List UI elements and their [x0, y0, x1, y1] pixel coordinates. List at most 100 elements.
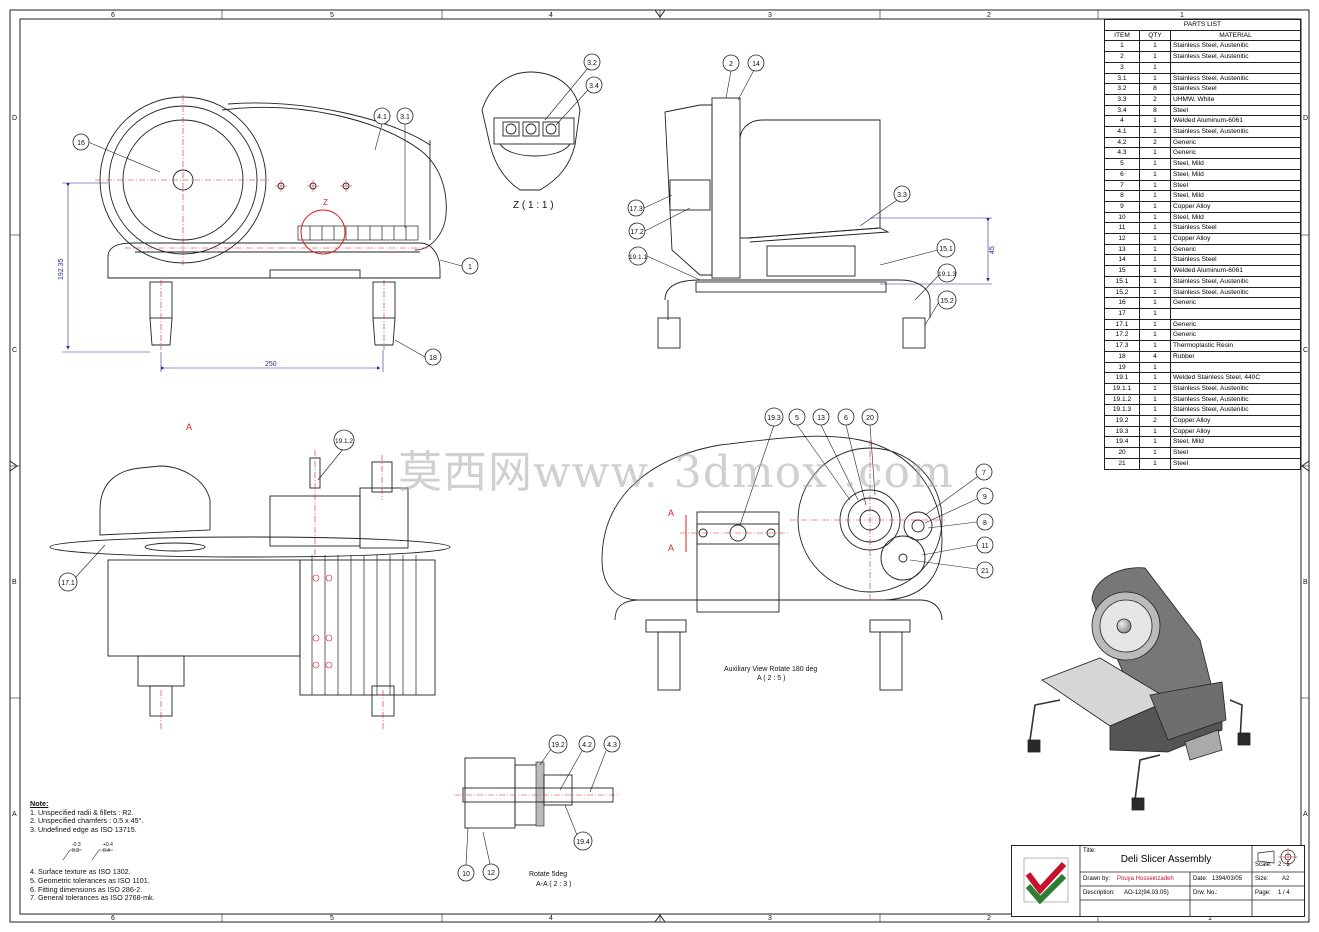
page-value: 1 / 4	[1278, 890, 1290, 896]
parts-list-cell-qty: 1	[1139, 436, 1171, 449]
parts-list-cell-qty: 1	[1139, 254, 1171, 267]
balloon-19-4-label: 19.4	[576, 839, 590, 846]
parts-list-cell-item: 12	[1104, 233, 1140, 245]
parts-list-cell-material: Stainless Steel, Austenitic	[1170, 382, 1301, 395]
parts-list-cell-material: Stainless Steel, Austenitic	[1170, 126, 1301, 138]
zone-row-b-right: B	[1303, 579, 1308, 586]
parts-list-cell-material: Steel, Mild	[1170, 436, 1301, 449]
zone-col-6: 6	[111, 12, 115, 19]
parts-list-cell-qty: 1	[1139, 147, 1171, 160]
balloon-21-label: 21	[981, 568, 989, 575]
edge-symbol-2-bottom: 0.4	[103, 848, 110, 854]
parts-list-cell-qty: 1	[1139, 72, 1171, 85]
section-view-label: Rotate 5deg	[529, 871, 567, 878]
parts-list-cell-material: Steel	[1170, 179, 1301, 192]
parts-list-cell-qty: 2	[1139, 93, 1171, 106]
front-view	[62, 95, 447, 372]
zone-col-1: 1	[1180, 12, 1184, 19]
drawn-by-label: Drawn by:	[1083, 876, 1111, 882]
parts-list-cell-material: Copper Alloy	[1170, 200, 1301, 213]
parts-list-cell-qty: 1	[1139, 200, 1171, 213]
parts-list-header-qty: QTY	[1139, 29, 1171, 42]
section-marker-a-upper: A	[668, 508, 674, 518]
balloon-3-1: 3.1	[396, 107, 414, 228]
parts-list-cell-material: Steel, Mild	[1170, 168, 1301, 181]
parts-list-cell-item: 3.3	[1104, 93, 1140, 106]
parts-list-cell-item: 20	[1104, 447, 1140, 459]
balloon-3-4: 3.4	[555, 76, 603, 126]
note-7: 7. General tolerances as ISO 2768-mk.	[30, 893, 155, 903]
edge-symbol-values: -0.3 0.3 +0.4 0.4	[72, 842, 113, 854]
parts-list-cell-qty: 1	[1139, 190, 1171, 202]
page-label: Page:	[1255, 890, 1271, 896]
balloon-12-label: 12	[487, 870, 495, 877]
parts-list-cell-qty: 1	[1139, 447, 1171, 459]
zone-row-c-right: C	[1303, 347, 1308, 354]
parts-list-cell-qty: 1	[1139, 297, 1171, 309]
parts-list-cell-qty: 1	[1139, 307, 1171, 320]
parts-list-cell-material: Generic	[1170, 147, 1301, 160]
parts-list-cell-material: Welded Stainless Steel, 440C	[1170, 372, 1301, 384]
parts-list-cell-material: Welded Aluminum-6061	[1170, 265, 1301, 277]
parts-list-cell-qty: 1	[1139, 243, 1171, 256]
parts-list-cell-qty: 1	[1139, 179, 1171, 192]
drawing-number-label: Drw. No.:	[1193, 890, 1218, 896]
balloon-5: 5	[788, 408, 851, 501]
balloon-19-3-label: 19.3	[767, 415, 781, 422]
note-5: 5. Geometric tolerances as ISO 1101.	[30, 875, 150, 885]
balloon-20: 20	[861, 408, 879, 496]
scale-value: 2 : 5	[1278, 862, 1290, 868]
parts-list-cell-item: 14	[1104, 254, 1140, 267]
balloon-19-1-3-label: 19.1.3	[938, 271, 956, 278]
balloon-4-1: 4.1	[373, 107, 391, 151]
title-block-lines	[1079, 846, 1304, 916]
zone-col-5-bottom: 5	[330, 915, 334, 922]
parts-list-cell-item: 4.2	[1104, 136, 1140, 149]
balloon-11: 11	[921, 536, 994, 556]
size-value: A2	[1282, 876, 1290, 882]
parts-list-cell-item: 1	[1104, 40, 1140, 53]
balloon-4-3: 4.3	[589, 735, 621, 793]
parts-list-cell-qty: 1	[1139, 51, 1171, 63]
balloon-17-1-label: 17.1	[61, 580, 75, 587]
parts-list-cell-item: 17	[1104, 307, 1140, 320]
parts-list-cell-material	[1170, 61, 1301, 74]
balloon-13-label: 13	[817, 415, 825, 422]
parts-list-cell-qty: 1	[1139, 393, 1171, 406]
parts-list-cell-item: 18	[1104, 350, 1140, 363]
parts-list-header-material: MATERIAL	[1170, 29, 1301, 42]
parts-list-cell-qty: 1	[1139, 286, 1171, 299]
height-dimension: 192.35	[58, 258, 65, 280]
balloon-7-label: 7	[982, 470, 986, 477]
section-marker-a-lower: A	[668, 543, 674, 553]
balloon-19-2-label: 19.2	[551, 742, 565, 749]
date-value: 1394/03/05	[1212, 876, 1243, 882]
zone-col-6-bottom: 6	[111, 915, 115, 922]
balloon-17-3: 17.3	[627, 194, 673, 217]
parts-list-cell-qty: 1	[1139, 233, 1171, 245]
balloon-3-1-label: 3.1	[400, 114, 410, 121]
parts-list-cell-qty: 1	[1139, 340, 1171, 352]
balloon-19-4: 19.4	[564, 804, 593, 851]
zone-row-c: C	[12, 347, 17, 354]
parts-list-cell-material: Stainless Steel, Austenitic	[1170, 72, 1301, 85]
balloon-8-label: 8	[983, 520, 987, 527]
note-2: 2. Unspecified chamfers : 0.5 x 45°.	[30, 816, 144, 826]
sheet-frame	[9, 9, 1310, 923]
general-notes: Note: 1. Unspecified radii & fillets : R…	[30, 799, 155, 903]
